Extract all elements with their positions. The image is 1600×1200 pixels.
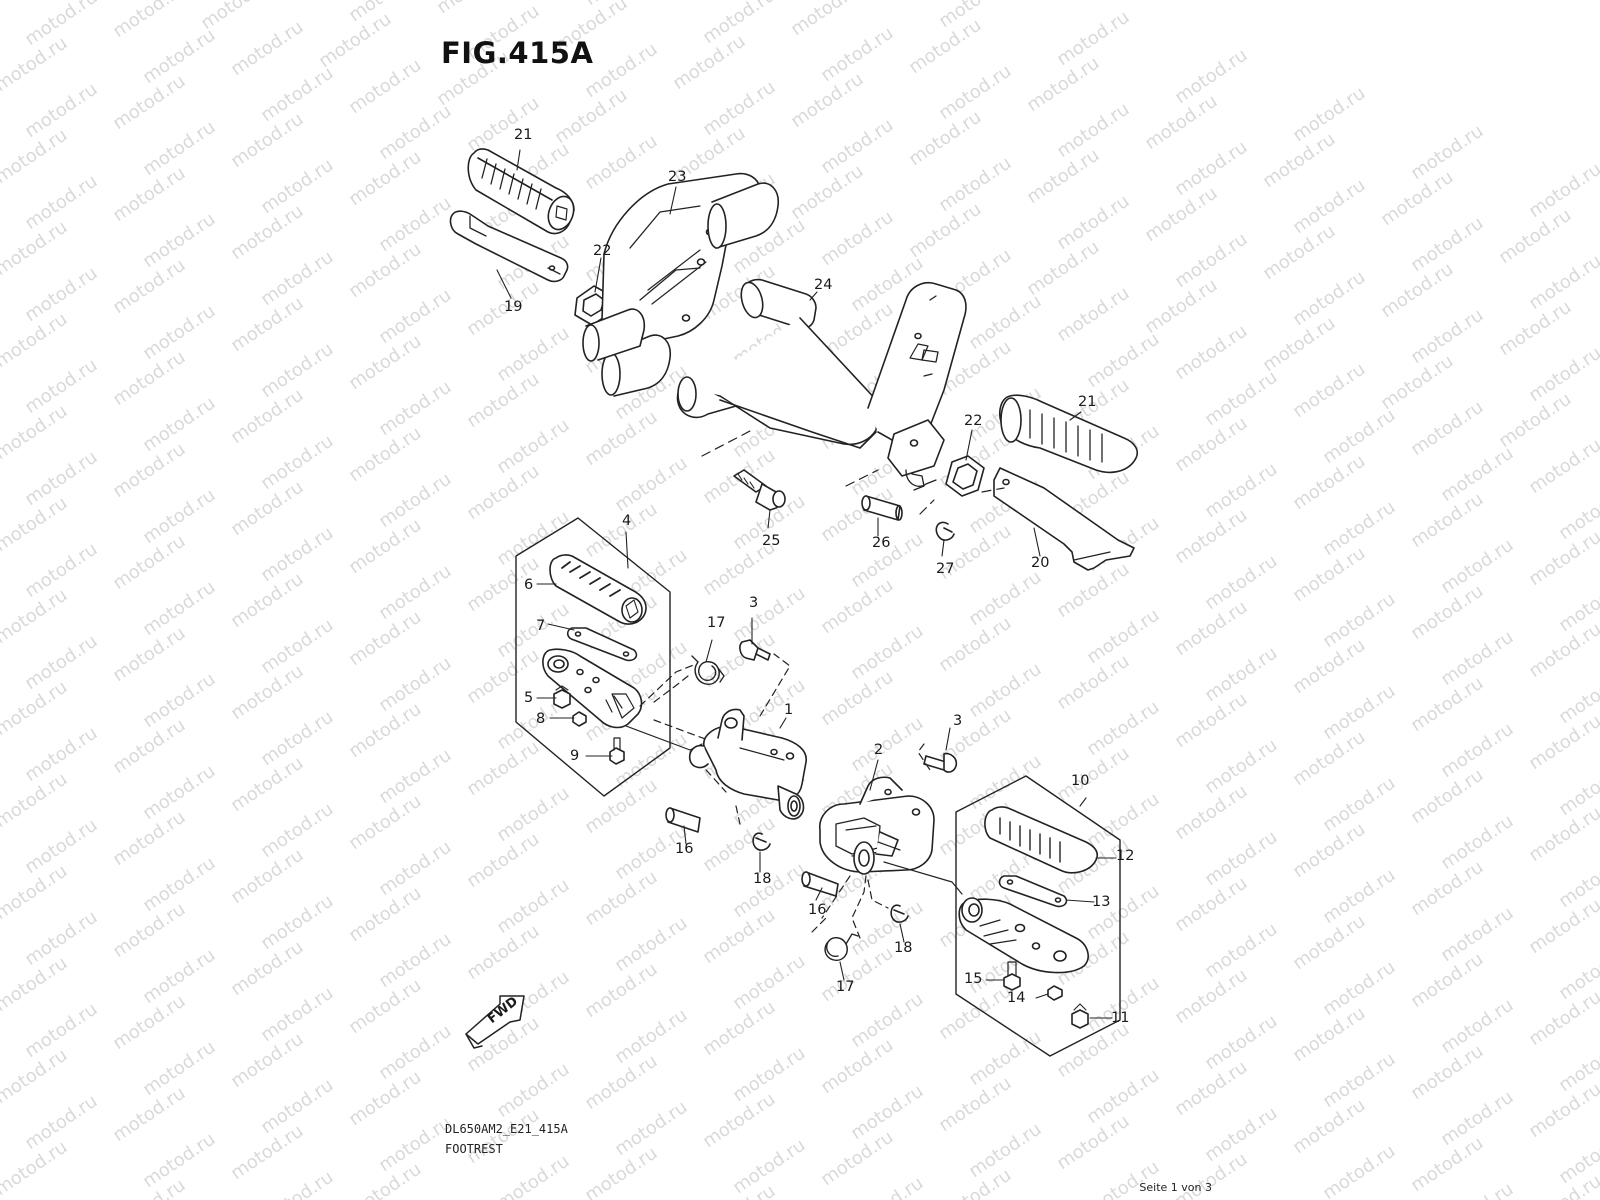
callout-2: 2 xyxy=(874,742,884,758)
callout-21-left: 21 xyxy=(514,127,533,143)
callout-15: 15 xyxy=(964,971,983,987)
guide-line-bolt3 xyxy=(917,743,931,771)
callout-10: 10 xyxy=(1071,773,1090,789)
forward-direction-arrow-icon xyxy=(465,995,525,1049)
callout-16-right: 16 xyxy=(808,902,827,918)
page-indicator: Seite 1 von 3 xyxy=(1139,1181,1212,1194)
callout-8: 8 xyxy=(536,711,546,727)
footrest-bracket-right xyxy=(819,776,935,875)
callout-22-upper-left: 22 xyxy=(593,243,612,259)
footpeg-assy-box-left xyxy=(515,517,671,797)
pin-16-left xyxy=(665,807,701,833)
callout-14: 14 xyxy=(1007,990,1026,1006)
bolt-3-upper xyxy=(739,639,771,661)
bolt-3-lower xyxy=(923,752,958,773)
heel-guard-plate xyxy=(993,467,1135,571)
pin-26 xyxy=(861,495,903,521)
callout-19: 19 xyxy=(504,299,523,315)
callout-23: 23 xyxy=(668,169,687,185)
callout-20: 20 xyxy=(1031,555,1050,571)
callout-26: 26 xyxy=(872,535,891,551)
callout-25: 25 xyxy=(762,533,781,549)
callout-leader-lines xyxy=(496,149,1117,1019)
callout-22-upper-right: 22 xyxy=(964,413,983,429)
footrest-bracket-front xyxy=(582,172,780,397)
callout-12: 12 xyxy=(1116,848,1135,864)
footpeg-rubber-right xyxy=(998,394,1139,474)
callout-3-lower: 3 xyxy=(953,713,963,729)
footpeg-assy-box-right xyxy=(955,775,1121,1057)
callout-16-left: 16 xyxy=(675,841,694,857)
callout-6: 6 xyxy=(524,577,534,593)
clip-18-left xyxy=(752,832,771,851)
assembly-guide-lines-upper xyxy=(701,429,1005,515)
clip-18-right xyxy=(890,904,909,923)
assembly-guide-lines-left xyxy=(625,653,791,825)
callout-3-upper: 3 xyxy=(749,595,759,611)
footrest-bracket-rear xyxy=(676,278,967,491)
callout-21-right: 21 xyxy=(1078,394,1097,410)
bolt-25 xyxy=(733,469,786,511)
rubber-damper-upper-right xyxy=(945,455,985,497)
return-spring-left xyxy=(691,655,725,685)
callout-27: 27 xyxy=(936,561,955,577)
callout-18-left: 18 xyxy=(753,871,772,887)
figure-title: FIG.415A xyxy=(441,36,594,70)
fwd-arrow-label: FWD xyxy=(484,994,522,1027)
callout-17-lower: 17 xyxy=(836,979,855,995)
callout-11: 11 xyxy=(1111,1010,1130,1026)
callout-17-upper: 17 xyxy=(707,615,726,631)
assembly-guide-lines-right xyxy=(811,861,963,939)
clip-27 xyxy=(935,521,955,541)
footrest-bracket-left xyxy=(688,708,807,820)
drawing-code: DL650AM2_E21_415A xyxy=(445,1122,568,1136)
callout-5: 5 xyxy=(524,690,534,706)
callout-1: 1 xyxy=(784,702,794,718)
callout-7: 7 xyxy=(536,618,546,634)
peg-bar-left xyxy=(449,210,569,283)
callout-13: 13 xyxy=(1092,894,1111,910)
footpeg-rubber-left xyxy=(467,148,575,235)
return-spring-right xyxy=(824,933,859,961)
callout-18-right: 18 xyxy=(894,940,913,956)
callout-24: 24 xyxy=(814,277,833,293)
callout-9: 9 xyxy=(570,748,580,764)
section-name: FOOTREST xyxy=(445,1142,503,1156)
callout-4: 4 xyxy=(622,513,632,529)
